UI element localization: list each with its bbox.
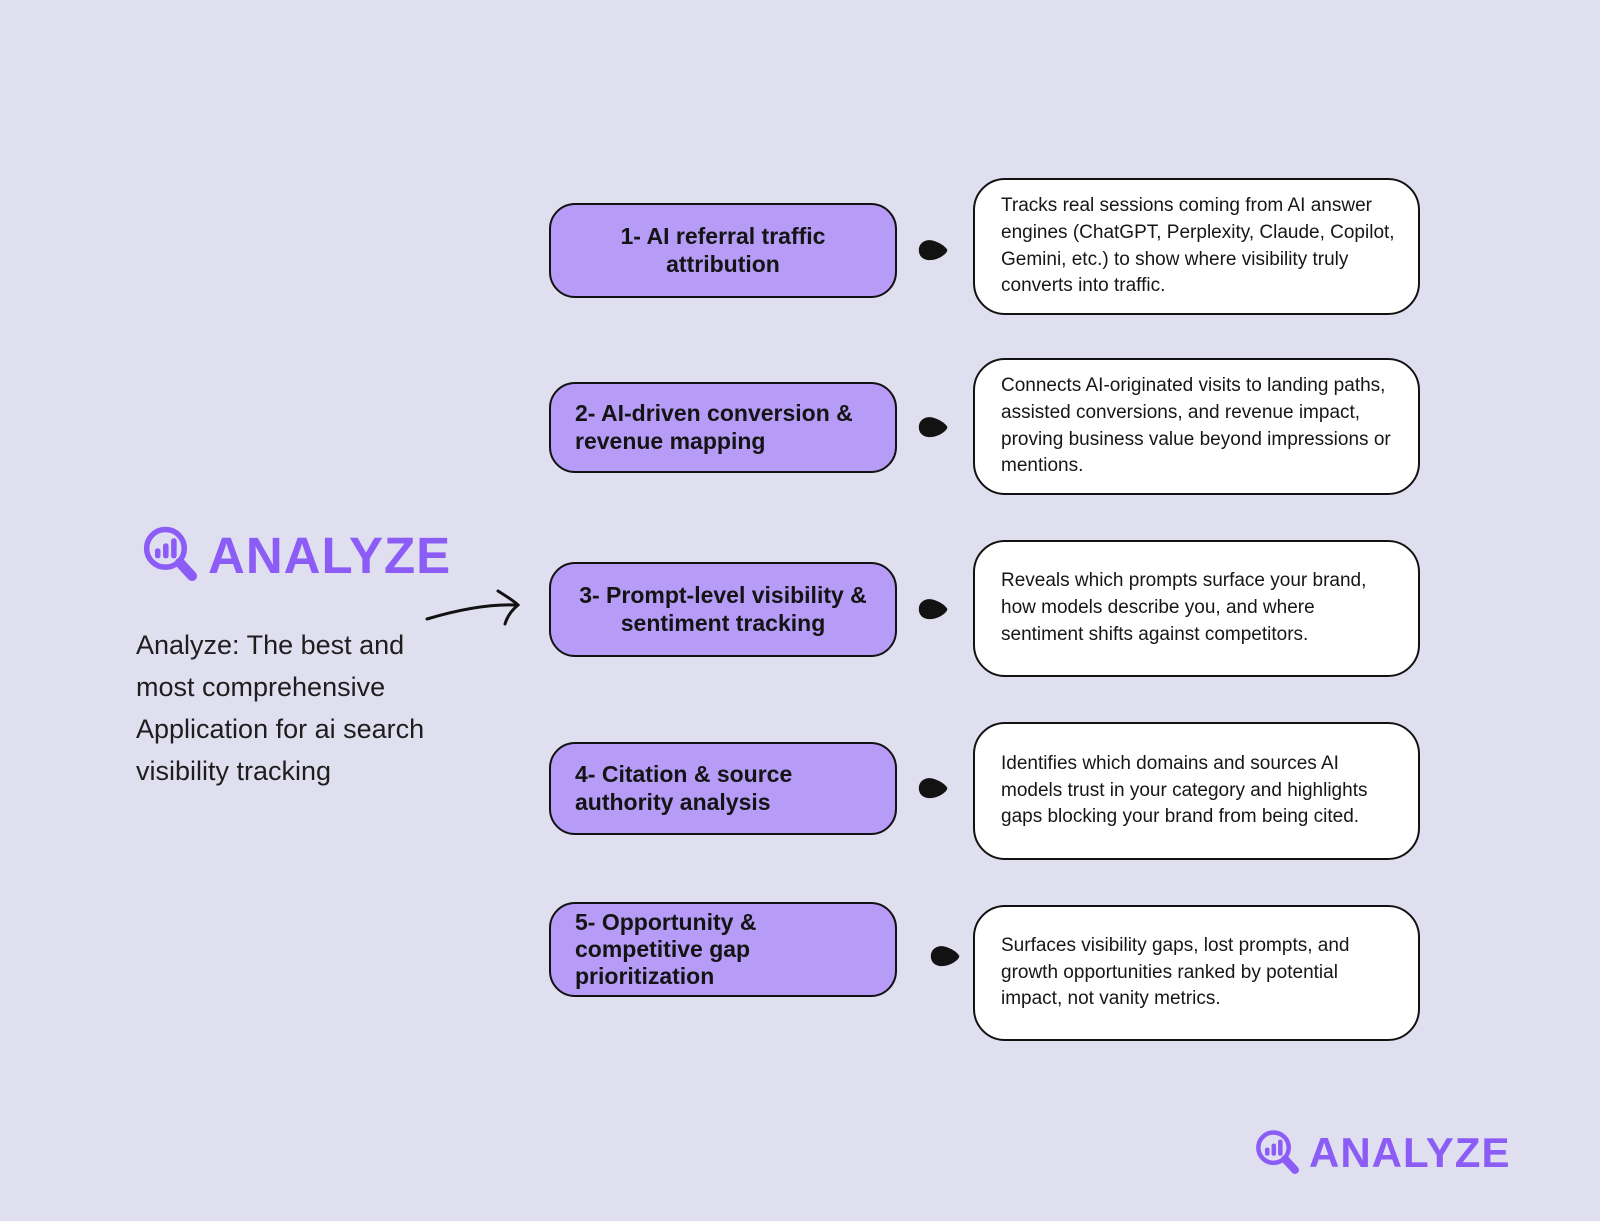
feature-2-pill: 2- AI-driven conversion & revenue mappin… (549, 382, 897, 473)
footer-brand-logo: ANALYZE (1253, 1128, 1510, 1178)
feature-1-pill: 1- AI referral traffic attribution (549, 203, 897, 298)
feature-5-label: 5- Opportunity & competitive gap priorit… (575, 908, 757, 990)
connector-dot-2 (918, 417, 948, 438)
feature-1-label: 1- AI referral traffic attribution (620, 223, 826, 277)
feature-1-card: Tracks real sessions coming from AI answ… (973, 178, 1420, 315)
feature-5-pill: 5- Opportunity & competitive gap priorit… (549, 902, 897, 997)
feature-4-description: Identifies which domains and sources AI … (1001, 752, 1368, 828)
feature-5-description: Surfaces visibility gaps, lost prompts, … (1001, 934, 1350, 1010)
intro-description: Analyze: The best and most comprehensive… (136, 630, 425, 786)
feature-1-description: Tracks real sessions coming from AI answ… (1001, 194, 1395, 297)
arrow-right-icon (425, 589, 521, 626)
brand-logo: ANALYZE (140, 524, 451, 586)
connector-dot-4 (918, 778, 948, 799)
connector-dot-3 (918, 599, 948, 620)
feature-3-description: Reveals which prompts surface your brand… (1001, 570, 1367, 645)
connector-dot-1 (918, 240, 948, 261)
magnifier-bar-chart-icon (140, 524, 202, 586)
feature-2-label: 2- AI-driven conversion & revenue mappin… (575, 400, 853, 454)
footer-brand-name: ANALYZE (1309, 1129, 1511, 1176)
connector-dot-5 (930, 946, 960, 967)
magnifier-bar-chart-icon (1253, 1128, 1303, 1178)
feature-2-description: Connects AI-originated visits to landing… (1001, 374, 1391, 477)
feature-5-card: Surfaces visibility gaps, lost prompts, … (973, 905, 1420, 1041)
feature-3-card: Reveals which prompts surface your brand… (973, 540, 1420, 677)
brand-name: ANALYZE (208, 526, 452, 584)
feature-3-pill: 3- Prompt-level visibility & sentiment t… (549, 562, 897, 657)
feature-4-label: 4- Citation & source authority analysis (575, 761, 793, 815)
feature-2-card: Connects AI-originated visits to landing… (973, 358, 1420, 495)
feature-4-card: Identifies which domains and sources AI … (973, 722, 1420, 860)
feature-3-label: 3- Prompt-level visibility & sentiment t… (579, 582, 867, 636)
feature-4-pill: 4- Citation & source authority analysis (549, 742, 897, 835)
